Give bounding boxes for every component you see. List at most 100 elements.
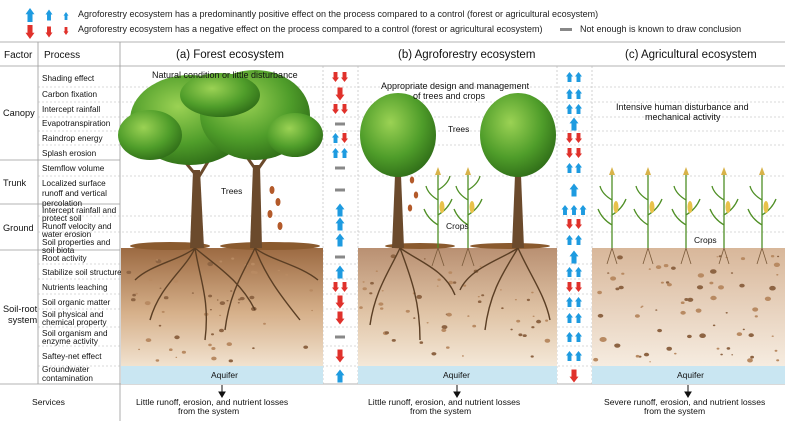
legend-positive-text: Agroforestry ecosystem has a predominant…	[78, 9, 598, 19]
vs-agri-row6-mark1-down-arrow	[566, 148, 573, 158]
pebble	[249, 295, 255, 300]
pebble	[730, 272, 734, 274]
vs-forest-row12-mark1-dash	[335, 255, 345, 259]
pebble	[748, 333, 754, 338]
pebble	[437, 278, 441, 281]
process-localized-3: percolation	[42, 199, 83, 208]
pebble	[446, 346, 450, 349]
pebble	[441, 328, 447, 332]
process-organic-matter: Soil organic matter	[42, 298, 111, 307]
pebble	[615, 287, 620, 291]
pebble	[696, 285, 704, 290]
pebble	[211, 333, 214, 336]
pebble	[219, 328, 224, 333]
pebble	[303, 345, 309, 349]
pebble	[687, 297, 694, 302]
pebble	[452, 281, 457, 284]
pebble	[250, 270, 256, 274]
pebble	[634, 314, 640, 318]
forest-trees-illustration	[118, 70, 323, 248]
pebble	[500, 289, 502, 291]
pebble	[441, 325, 448, 330]
pebble	[173, 279, 179, 283]
vs-agri-row15-mark2-up-arrow	[575, 297, 582, 307]
vs-forest-row2-mark1-down-arrow	[335, 87, 345, 101]
pebble	[618, 285, 624, 290]
arrows-vs-forest	[332, 72, 348, 383]
pebble	[710, 269, 717, 274]
pebble	[148, 278, 153, 282]
pebble	[445, 313, 448, 315]
vs-forest-row9-mark1-up-arrow	[335, 203, 345, 217]
pebble	[191, 292, 194, 294]
vs-agri-row11-mark1-up-arrow	[566, 235, 573, 245]
pebble	[666, 346, 672, 351]
vs-agri-row9-mark1-up-arrow	[561, 205, 569, 215]
pebble	[769, 285, 776, 291]
pebble	[776, 359, 780, 362]
vs-agri-row1-mark1-up-arrow	[566, 72, 573, 82]
vs-forest-row8-mark1-dash	[335, 188, 345, 192]
vs-agri-row18-mark2-up-arrow	[575, 351, 582, 361]
factor-soil-root-line1: Soil-root	[3, 304, 38, 314]
vs-agri-row17-mark1-up-arrow	[566, 332, 573, 342]
pebble	[219, 314, 222, 317]
legend-unknown-text: Not enough is known to draw conclusion	[580, 24, 741, 34]
vs-forest-row19-mark1-up-arrow	[335, 369, 345, 383]
vs-agri-row5-mark2-down-arrow	[575, 133, 582, 143]
pebble	[635, 354, 640, 358]
pebble	[648, 268, 651, 270]
process-soil-biota-2: soil biota	[42, 246, 75, 255]
pebble	[640, 306, 643, 308]
vs-agri-row6-mark2-down-arrow	[575, 148, 582, 158]
vs-forest-row14-mark2-down-arrow	[341, 282, 348, 292]
pebble	[725, 312, 728, 314]
pebble	[384, 331, 389, 335]
pebble	[532, 315, 535, 317]
pebble	[774, 349, 778, 352]
agroforestry-service-line1: Little runoff, erosion, and nutrient los…	[368, 397, 520, 407]
pebble	[263, 322, 266, 325]
factor-trunk: Trunk	[3, 178, 27, 188]
legend-negative-text: Agroforestry ecosystem has a negative ef…	[78, 24, 543, 34]
vs-agri-row13-mark2-up-arrow	[575, 267, 582, 277]
pebble	[621, 272, 625, 275]
pebble	[211, 356, 217, 361]
vs-agri-row11-mark2-up-arrow	[575, 235, 582, 245]
pebble	[663, 264, 669, 268]
pebble	[716, 256, 719, 258]
factor-header: Factor	[4, 50, 33, 61]
pebble	[501, 307, 504, 310]
pebble	[695, 308, 702, 313]
pebble	[614, 343, 621, 348]
process-evapo: Evapotranspiration	[42, 119, 111, 128]
process-soil-biota-1: Soil properties and	[42, 238, 111, 247]
pebble	[207, 261, 214, 267]
pebble	[747, 358, 753, 363]
agricultural-aquifer-label: Aquifer	[677, 370, 704, 380]
process-stemflow: Stemflow volume	[42, 164, 105, 173]
pebble	[375, 270, 378, 273]
vs-forest-row7-mark1-dash	[335, 166, 345, 170]
factor-ground: Ground	[3, 223, 34, 233]
forest-aquifer-label: Aquifer	[211, 370, 238, 380]
legend: Agroforestry ecosystem has a predominant…	[25, 8, 741, 39]
pebble	[369, 292, 373, 295]
pebble	[138, 348, 141, 351]
vs-forest-row4-mark1-dash	[335, 122, 345, 126]
pebble	[477, 296, 480, 298]
pebble	[467, 315, 470, 317]
process-carbon: Carbon fixation	[42, 90, 98, 99]
pebble	[718, 255, 722, 258]
legend-negative-arrow-small	[63, 27, 69, 35]
crops-illustration	[423, 175, 777, 248]
pebble	[390, 254, 396, 259]
process-nutrients: Nutrients leaching	[42, 283, 108, 292]
pebble	[181, 350, 186, 354]
forest-note: Natural condition or little disturbance	[152, 70, 298, 80]
process-physical-2: chemical property	[42, 318, 108, 327]
vs-forest-row1-mark2-down-arrow	[341, 72, 348, 82]
process-runoff-2: water erosion	[41, 230, 92, 239]
